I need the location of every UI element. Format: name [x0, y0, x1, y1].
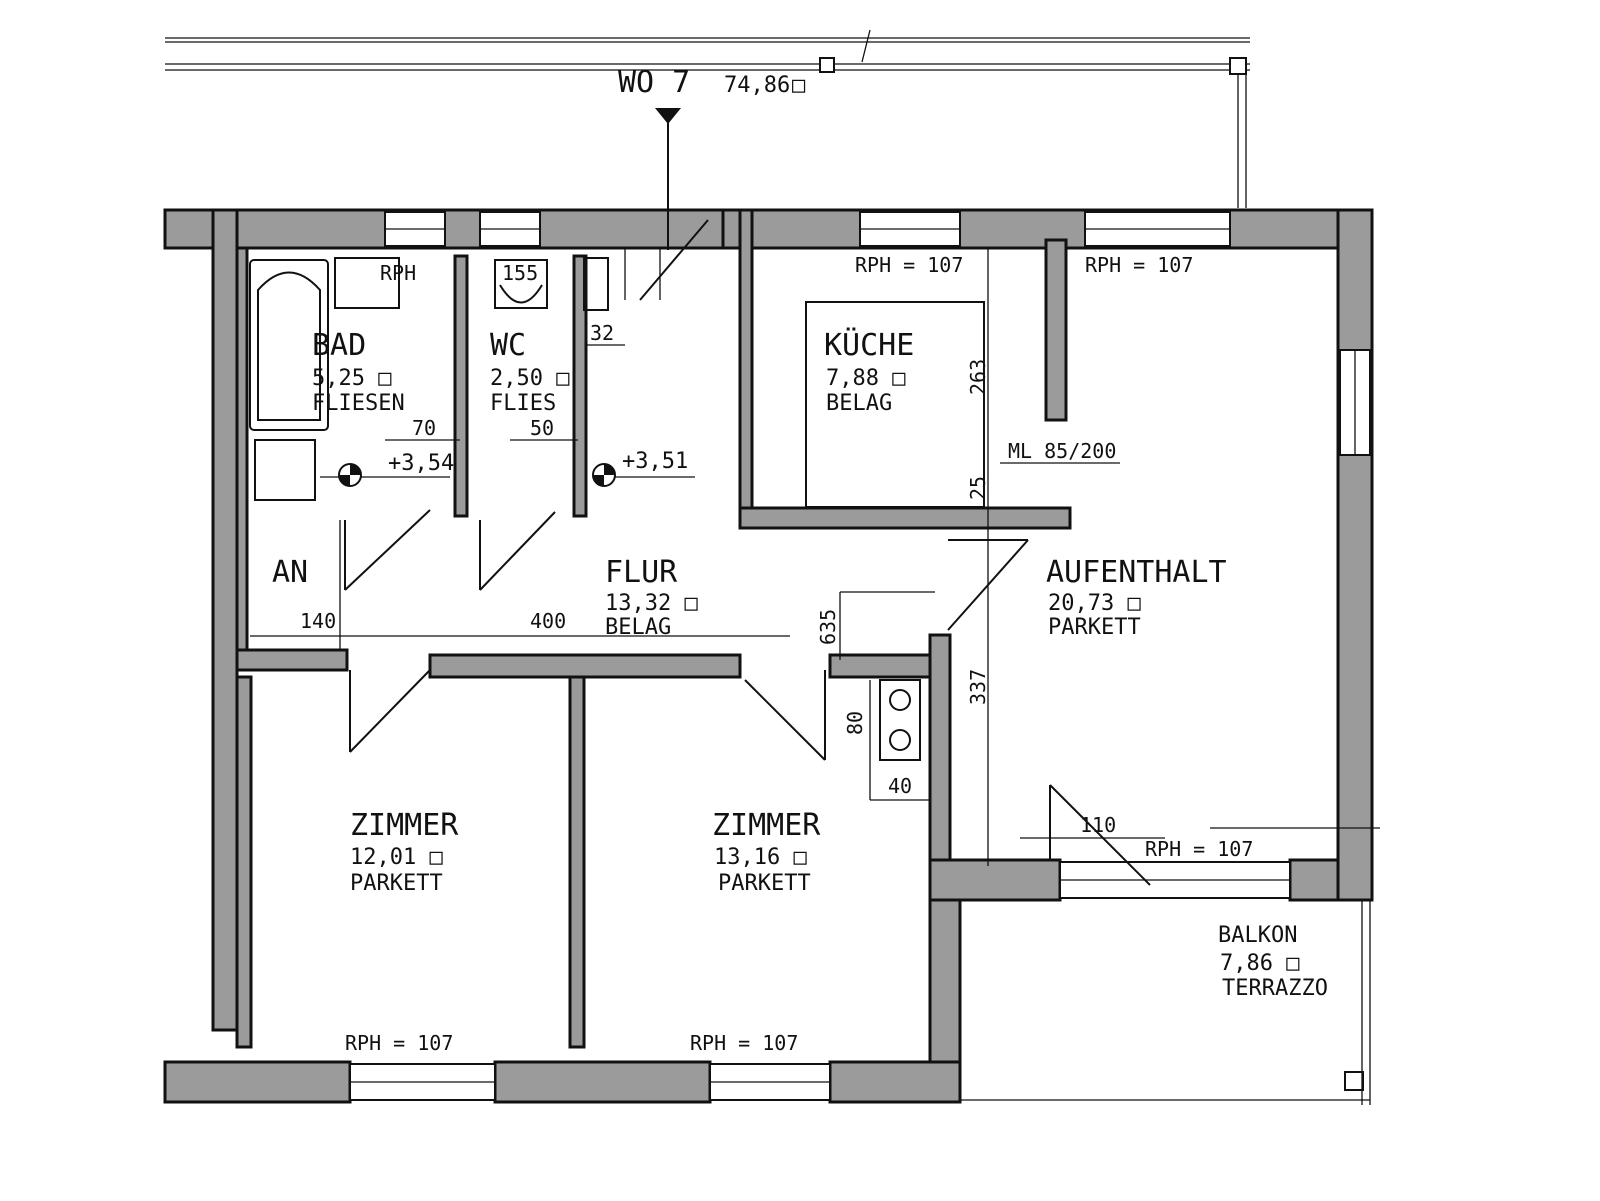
rph-zimmer-2: RPH = 107 [690, 1031, 798, 1055]
rph-zimmer-1: RPH = 107 [345, 1031, 453, 1055]
level-marker-icon [338, 463, 362, 487]
room-floor-zimmer-2: PARKETT [718, 871, 811, 896]
dim-110: 110 [1080, 813, 1116, 837]
rph-aufenthalt-bottom: RPH = 107 [1145, 837, 1253, 861]
level-marker-icon [592, 463, 616, 487]
top-railing [165, 29, 1250, 208]
rph-kueche: RPH = 107 [855, 253, 963, 277]
area-symbol: □ [792, 73, 806, 98]
room-floor-wc: FLIES [490, 391, 556, 416]
room-floor-kueche: BELAG [826, 391, 892, 416]
dim-80: 80 [843, 711, 867, 735]
room-area-bad: 5,25 □ [312, 366, 392, 391]
room-area-zimmer-1: 12,01 □ [350, 845, 443, 870]
room-area-flur: 13,32 □ [605, 591, 698, 616]
dim-40: 40 [888, 774, 912, 798]
toilet [494, 259, 548, 309]
entrance-door [624, 108, 709, 301]
dim-263: 263 [966, 359, 990, 395]
rph-aufenthalt-top: RPH = 107 [1085, 253, 1193, 277]
room-area-kueche: 7,88 □ [826, 366, 906, 391]
bathtub [249, 259, 329, 431]
level-2: +3,51 [622, 449, 688, 474]
balcony-railing [960, 900, 1371, 1105]
dim-25: 25 [966, 476, 990, 500]
dim-50: 50 [530, 416, 554, 440]
room-floor-zimmer-1: PARKETT [350, 871, 443, 896]
rph-bad: RPH [380, 261, 416, 285]
shaft [583, 257, 609, 311]
windows [349, 211, 1371, 1101]
dim-ml: ML 85/200 [1008, 439, 1116, 463]
room-name-zimmer-2: ZIMMER [712, 808, 821, 843]
room-name-an: AN [272, 555, 308, 590]
room-floor-bad: FLIESEN [312, 391, 405, 416]
room-name-wc: WC [490, 328, 526, 363]
unit-name: WO 7 [618, 65, 690, 100]
room-name-kueche: KÜCHE [824, 327, 914, 363]
dim-70: 70 [412, 416, 436, 440]
room-area-wc: 2,50 □ [490, 366, 570, 391]
room-name-zimmer-1: ZIMMER [350, 808, 459, 843]
unit-area: 74,86 [724, 73, 790, 98]
room-name-aufenthalt: AUFENTHALT [1046, 555, 1227, 590]
room-floor-balkon: TERRAZZO [1222, 976, 1328, 1001]
bath-cabinet [254, 439, 316, 501]
room-name-balkon: BALKON [1218, 923, 1297, 948]
dim-400: 400 [530, 609, 566, 633]
dim-32: 32 [590, 321, 614, 345]
room-name-bad: BAD [312, 328, 366, 363]
dim-635: 635 [816, 609, 840, 645]
doors [344, 509, 1380, 886]
dim-140: 140 [300, 609, 336, 633]
room-floor-aufenthalt: PARKETT [1048, 615, 1141, 640]
stove-icon [879, 679, 921, 761]
room-area-aufenthalt: 20,73 □ [1048, 591, 1141, 616]
washbasin [334, 257, 400, 309]
walls [163, 208, 1374, 1104]
dimension-lines [250, 248, 1165, 866]
room-name-flur: FLUR [605, 555, 678, 590]
dim-155: 155 [502, 261, 538, 285]
level-1: +3,54 [388, 451, 454, 476]
room-floor-flur: BELAG [605, 615, 671, 640]
room-area-balkon: 7,86 □ [1220, 951, 1300, 976]
room-area-zimmer-2: 13,16 □ [714, 845, 807, 870]
kitchen-counter [805, 301, 985, 508]
dim-337: 337 [966, 669, 990, 705]
